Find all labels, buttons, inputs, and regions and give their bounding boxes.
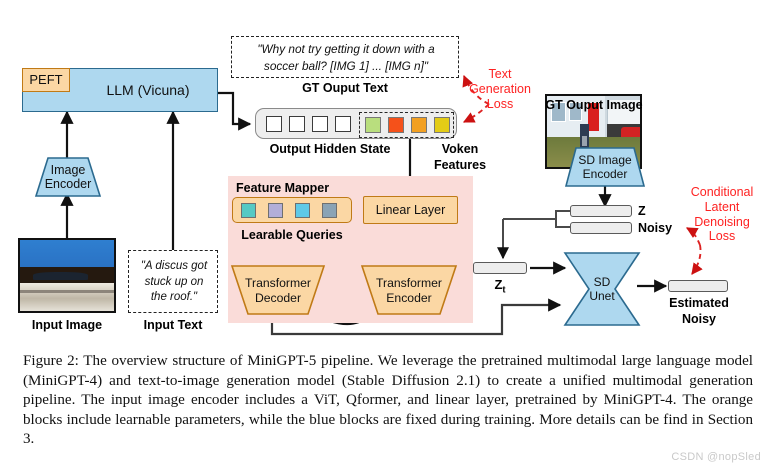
- input-text-line1: "A discus got: [140, 260, 208, 273]
- transformer-encoder-label-line1: Transformer: [376, 276, 442, 291]
- gt-output-image-label: GT Ouput Image: [545, 98, 643, 112]
- input-text-line2: stuck up on: [144, 275, 204, 288]
- text-loss-arrow-down: [462, 103, 490, 123]
- text-generation-loss-line2: Generation: [469, 81, 531, 96]
- voken-features-label: Voken Features: [420, 142, 500, 173]
- image-encoder-label-line2: Encoder: [44, 177, 92, 191]
- learnable-query-cell-1: [241, 203, 256, 218]
- text-generation-loss-line3: Loss: [486, 96, 514, 111]
- transformer-encoder-label: Transformer Encoder: [358, 271, 460, 311]
- estimated-noisy-label-line2: Noisy: [681, 311, 717, 326]
- hidden-state-cell: [335, 116, 351, 132]
- gt-output-text-box[interactable]: "Why not try getting it down with a socc…: [231, 36, 459, 78]
- gt-output-text-line1: "Why not try getting it down with a: [257, 42, 435, 57]
- sd-image-encoder-shape[interactable]: [564, 147, 646, 187]
- feature-mapper-title: Feature Mapper: [236, 181, 330, 195]
- learnable-query-cell-3: [295, 203, 310, 218]
- noisy-label: Noisy: [638, 221, 673, 235]
- input-text-box[interactable]: "A discus got stuck up on the roof.": [128, 250, 218, 313]
- sd-unet-label: SD Unet: [565, 268, 639, 310]
- image-encoder-label: Image Encoder: [32, 160, 104, 194]
- hidden-state-cell: [266, 116, 282, 132]
- learnable-query-cell-4: [322, 203, 337, 218]
- gt-output-text-line2: soccer ball? [IMG 1] ... [IMG n]": [263, 59, 429, 73]
- sd-image-encoder-label: SD Image Encoder: [562, 150, 648, 184]
- zt-label-sub: t: [502, 284, 506, 296]
- conditional-loss-line2: Latent: [704, 199, 740, 214]
- csdn-watermark: CSDN @nopSled: [671, 451, 761, 463]
- voken-features-label-line1: Voken: [441, 142, 479, 156]
- voken-cell-3: [411, 117, 427, 133]
- sd-image-encoder-label-line2: Encoder: [582, 167, 628, 181]
- learnable-query-cell-2: [268, 203, 283, 218]
- text-loss-arrow-up: [462, 74, 490, 105]
- input-text-label: Input Text: [143, 318, 203, 332]
- transformer-encoder-shape[interactable]: [360, 265, 458, 315]
- denoise-loss-arrow-down: [691, 244, 703, 275]
- conditional-loss-line4: Loss: [708, 229, 736, 244]
- z-label: Z: [638, 204, 646, 218]
- voken-cell-1: [365, 117, 381, 133]
- sd-unet-label-line2: Unet: [589, 289, 615, 303]
- voken-cell-4: [434, 117, 450, 133]
- input-image-label: Input Image: [31, 318, 103, 332]
- pipeline-diagram: LLM (Vicuna) PEFT Image Encoder Input Im…: [18, 36, 770, 336]
- transformer-encoder-label-line2: Encoder: [386, 291, 432, 305]
- decoder-to-unet-arrow: [270, 298, 562, 336]
- voken-cell-2: [388, 117, 404, 133]
- noisy-latent-bar: [570, 222, 632, 234]
- text-generation-loss-label: Text Generation Loss: [464, 67, 536, 111]
- sd-unet-label-line1: SD: [593, 274, 611, 289]
- input-image-thumbnail: [18, 238, 116, 313]
- input-text-line3: the roof.": [150, 291, 198, 304]
- llm-block-label: LLM (Vicuna): [106, 82, 190, 99]
- denoise-loss-arrow-left: [686, 227, 701, 246]
- hidden-state-cell: [289, 116, 305, 132]
- estimated-noisy-bar: [668, 280, 728, 292]
- voken-features-label-line2: Features: [433, 157, 487, 172]
- estimated-noisy-label-line1: Estimated: [669, 296, 729, 310]
- voken-features-group[interactable]: [359, 111, 454, 138]
- transformer-decoder-shape[interactable]: [230, 265, 326, 315]
- linear-layer-block[interactable]: Linear Layer: [363, 196, 458, 224]
- estimated-noisy-label: Estimated Noisy: [655, 296, 743, 327]
- zt-label: Zt: [473, 277, 527, 296]
- output-hidden-state-pill[interactable]: [255, 108, 457, 139]
- hidden-state-cell: [312, 116, 328, 132]
- figure-caption: Figure 2: The overview structure of Mini…: [23, 353, 753, 448]
- output-hidden-state-label: Output Hidden State: [269, 142, 391, 156]
- image-encoder-shape[interactable]: [34, 157, 102, 197]
- transformer-decoder-label: Transformer Decoder: [228, 271, 328, 311]
- z-latent-bar: [570, 205, 632, 217]
- gt-output-text-label: GT Ouput Text: [302, 81, 388, 95]
- text-generation-loss-line1: Text: [488, 67, 512, 81]
- sd-unet-shape[interactable]: [563, 252, 641, 326]
- conditional-loss-line3: Denoising: [694, 214, 750, 229]
- zt-latent-bar: [473, 262, 527, 274]
- transformer-decoder-label-line2: Decoder: [254, 291, 302, 305]
- zt-label-base: Z: [494, 277, 503, 292]
- transformer-decoder-label-line1: Transformer: [245, 276, 311, 291]
- learnable-queries-label: Learable Queries: [241, 228, 343, 242]
- peft-block[interactable]: PEFT: [22, 68, 70, 92]
- conditional-loss-line1: Conditional: [690, 185, 754, 199]
- image-encoder-label-line1: Image: [50, 163, 86, 177]
- conditional-denoising-loss-label: Conditional Latent Denoising Loss: [674, 185, 770, 244]
- sd-image-encoder-label-line1: SD Image: [578, 152, 632, 167]
- learnable-queries-strip[interactable]: [232, 197, 352, 223]
